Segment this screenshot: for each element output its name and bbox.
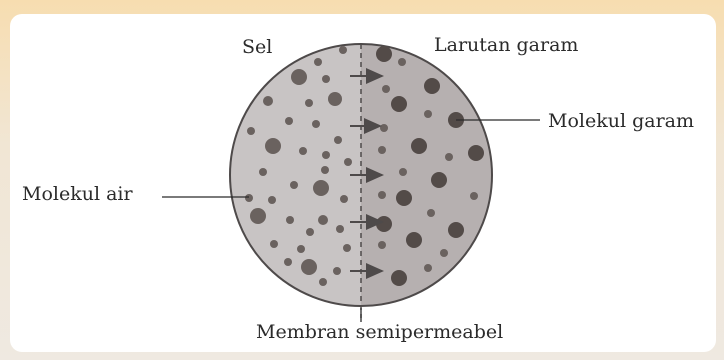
salt-molecule [411,138,427,154]
salt-molecule [431,172,447,188]
salt-molecule [391,270,407,286]
water-molecule [398,58,406,66]
salt-molecule [448,222,464,238]
water-molecule [250,208,266,224]
water-molecule [336,225,344,233]
water-molecule [285,117,293,125]
water-molecule [299,147,307,155]
label-sel: Sel [242,36,272,58]
water-molecule [328,92,342,106]
water-molecule [290,181,298,189]
water-molecule [319,278,327,286]
water-molecule [284,258,292,266]
water-molecule [297,245,305,253]
water-molecule [321,166,329,174]
water-molecule [291,69,307,85]
water-molecule [301,259,317,275]
water-molecule [314,58,322,66]
water-molecule [339,46,347,54]
salt-molecule [391,96,407,112]
water-molecule [340,195,348,203]
water-molecule [268,196,276,204]
water-molecule [424,264,432,272]
water-molecule [378,241,386,249]
label-membran-semipermeabel: Membran semipermeabel [256,321,503,343]
water-molecule [265,138,281,154]
water-molecule [378,191,386,199]
salt-molecule [376,46,392,62]
salt-molecule [376,216,392,232]
water-molecule [470,192,478,200]
salt-molecule [468,145,484,161]
water-molecule [259,168,267,176]
water-molecule [427,209,435,217]
water-molecule [440,249,448,257]
water-molecule [343,244,351,252]
water-molecule [399,168,407,176]
water-molecule [378,146,386,154]
label-molekul-garam: Molekul garam [548,110,694,132]
water-molecule [424,110,432,118]
water-molecule [322,75,330,83]
salt-molecule [406,232,422,248]
water-molecule [333,267,341,275]
water-molecule [270,240,278,248]
water-molecule [334,136,342,144]
water-molecule [344,158,352,166]
water-molecule [380,124,388,132]
salt-molecule [396,190,412,206]
water-molecule [245,194,253,202]
water-molecule [247,127,255,135]
water-molecule [306,228,314,236]
water-molecule [305,99,313,107]
salt-molecule [424,78,440,94]
label-molekul-air: Molekul air [22,183,133,205]
water-molecule [382,85,390,93]
label-larutan-garam: Larutan garam [434,34,578,56]
water-molecule [445,153,453,161]
water-molecule [263,96,273,106]
water-molecule [318,215,328,225]
water-molecule [312,120,320,128]
water-molecule [286,216,294,224]
water-molecule [322,151,330,159]
water-molecule [313,180,329,196]
